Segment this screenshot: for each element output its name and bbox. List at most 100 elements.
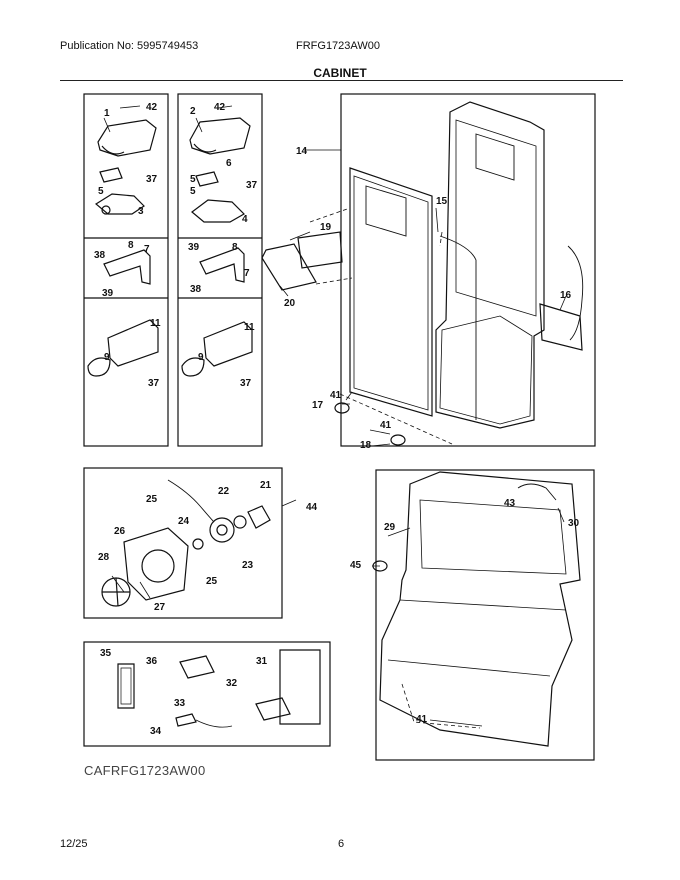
page-title: CABINET [313, 66, 367, 80]
callout-45: 45 [350, 560, 362, 571]
callout-20: 20 [284, 298, 296, 309]
callout-35: 35 [100, 648, 112, 659]
cap-18 [390, 434, 406, 446]
hinge-cover-1 [97, 119, 157, 157]
wire-harness-15 [439, 235, 477, 420]
callout-18: 18 [360, 440, 372, 451]
callout-1: 1 [104, 108, 110, 119]
fan-shroud-26 [123, 527, 189, 601]
callout-27: 27 [154, 602, 166, 613]
bracket-16 [539, 303, 583, 351]
callout-9: 9 [104, 352, 110, 363]
callout-30: 30 [568, 518, 580, 529]
callout-44: 44 [306, 502, 318, 513]
callout-5b: 5 [190, 174, 196, 185]
callout-11b: 11 [244, 322, 255, 333]
callout-4: 4 [242, 214, 248, 225]
callout-5: 5 [98, 186, 104, 197]
callout-16: 16 [560, 290, 572, 301]
callout-25: 25 [146, 494, 158, 505]
hinge-bottom-11 [107, 319, 159, 367]
grommet-22 [233, 515, 247, 529]
callout-41c: 41 [416, 714, 428, 725]
callout-37b: 37 [148, 378, 160, 389]
cap-17 [334, 402, 350, 414]
vent-cover-32 [179, 655, 215, 679]
callout-6: 6 [226, 158, 232, 169]
callout-11: 11 [150, 318, 161, 329]
control-board-31 [279, 649, 321, 725]
hinge-cover-9 [87, 357, 111, 377]
fan-motor-23 [209, 517, 235, 543]
callout-28: 28 [98, 552, 110, 563]
callout-14: 14 [296, 146, 308, 157]
callout-3: 3 [138, 206, 144, 217]
callout-29: 29 [384, 522, 396, 533]
wire-43 [517, 483, 557, 501]
callout-17: 17 [312, 400, 324, 411]
callout-8: 8 [128, 240, 134, 251]
drawer-liner-29 [379, 471, 581, 747]
hinge-bottom-11b [203, 321, 253, 367]
publication-number: Publication No: 5995749453 [60, 40, 199, 52]
bearing-24 [192, 538, 204, 550]
callout-43: 43 [504, 498, 516, 509]
callout-36: 36 [146, 656, 158, 667]
callout-33: 33 [174, 698, 186, 709]
callout-42b: 42 [214, 102, 226, 113]
callout-41b: 41 [380, 420, 392, 431]
hinge-top-4 [191, 199, 245, 223]
callout-31: 31 [256, 656, 268, 667]
hinge-cover-9b [181, 357, 205, 377]
fan-assembly-panel [83, 467, 283, 619]
door-panel [340, 93, 596, 447]
callout-42: 42 [146, 102, 158, 113]
hinge-panel-right [177, 93, 263, 447]
callout-21: 21 [260, 480, 272, 491]
footer-page: 6 [338, 838, 345, 850]
door-liner-14 [349, 167, 433, 417]
door-outer [435, 101, 545, 429]
fan-wire [167, 479, 215, 523]
callout-34: 34 [150, 726, 162, 737]
callout-7b: 7 [244, 268, 250, 279]
callout-2: 2 [190, 106, 196, 117]
hinge-bracket-7 [103, 249, 151, 285]
vent-cover-32b [255, 697, 291, 721]
wire-harness-16 [567, 245, 584, 341]
callout-5c: 5 [190, 186, 196, 197]
callout-22: 22 [218, 486, 230, 497]
callout-41: 41 [330, 390, 342, 401]
callout-39: 39 [102, 288, 114, 299]
callout-8b: 8 [232, 242, 238, 253]
diagram-id: CAFRFG1723AW00 [84, 763, 206, 778]
thermistor-34 [175, 713, 197, 727]
callout-24: 24 [178, 516, 190, 527]
drawer-panel [375, 469, 595, 761]
mount-21 [247, 505, 271, 529]
hinge-cover-2 [189, 117, 251, 155]
hinge-bracket-7b [199, 247, 245, 283]
hinge-top-3 [94, 193, 145, 215]
callout-37d: 37 [240, 378, 252, 389]
callout-38: 38 [94, 250, 106, 261]
filter-36 [117, 663, 135, 709]
callout-37: 37 [146, 174, 158, 185]
callout-19: 19 [320, 222, 332, 233]
callout-15: 15 [436, 196, 448, 207]
model-number: FRFG1723AW00 [296, 40, 380, 52]
footer-date: 12/25 [60, 838, 88, 850]
callout-7: 7 [144, 244, 150, 255]
callout-32: 32 [226, 678, 238, 689]
callout-26: 26 [114, 526, 126, 537]
callout-9b: 9 [198, 352, 204, 363]
callout-25b: 25 [206, 576, 218, 587]
callout-39b: 39 [188, 242, 200, 253]
title-rule [60, 80, 623, 81]
sensor-panel [83, 641, 331, 747]
callout-37c: 37 [246, 180, 258, 191]
hinge-panel-left [83, 93, 169, 447]
dispenser-frame-20 [261, 243, 317, 291]
callout-23: 23 [242, 560, 254, 571]
